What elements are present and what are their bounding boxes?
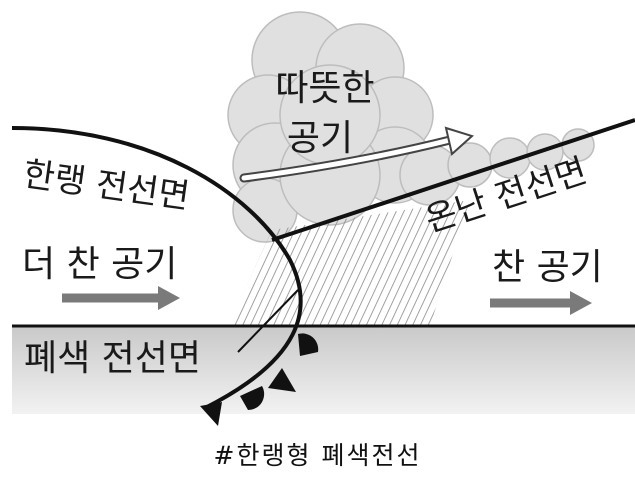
cold-front-curve [11, 126, 303, 410]
colder-air-label: 더 찬 공기 [22, 244, 177, 285]
warm-air-label-line1: 따뜻한 [275, 68, 374, 109]
caption: #한랭형 폐색전선 [213, 441, 422, 470]
warm-air-arrowhead [444, 126, 474, 156]
occluded-leader-line [237, 289, 299, 353]
cold-air-label: 찬 공기 [492, 247, 603, 288]
ground-band [12, 326, 635, 414]
cloud [227, 11, 595, 243]
front-triangle-2 [200, 402, 222, 426]
rain-area [228, 200, 470, 326]
occluded-front-surface-label: 폐색 전선면 [24, 338, 201, 379]
front-triangle-1 [268, 368, 296, 392]
front-symbols [200, 333, 319, 426]
front-semicircle-1 [298, 333, 319, 356]
warm-air-label-line2: 공기 [287, 118, 353, 159]
front-semicircle-2 [240, 386, 265, 411]
cold-front-surface-label: 한랭 전선면 [21, 154, 192, 217]
warm-front-line [271, 118, 635, 242]
